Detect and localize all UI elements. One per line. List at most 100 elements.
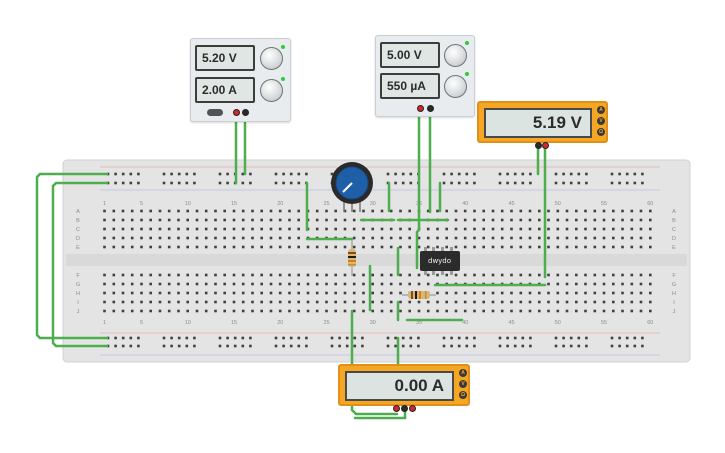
wire-left-rail-outer[interactable] xyxy=(35,172,109,340)
breadboard-hole[interactable] xyxy=(500,218,504,222)
breadboard-hole[interactable] xyxy=(251,236,254,240)
breadboard-hole[interactable] xyxy=(500,227,504,231)
breadboard-hole[interactable] xyxy=(343,309,347,313)
breadboard-hole[interactable] xyxy=(371,273,374,277)
breadboard-hole[interactable] xyxy=(380,245,384,249)
breadboard-hole[interactable] xyxy=(602,309,606,313)
breadboard-hole[interactable] xyxy=(547,245,550,249)
breadboard-hole[interactable] xyxy=(618,336,621,340)
multimeter-2-a-terminal[interactable] xyxy=(393,405,400,412)
breadboard-hole[interactable] xyxy=(491,291,495,295)
breadboard-hole[interactable] xyxy=(465,336,469,340)
psu1-positive-terminal[interactable] xyxy=(233,109,240,116)
breadboard-hole[interactable] xyxy=(482,227,485,231)
breadboard-hole[interactable] xyxy=(380,309,384,313)
breadboard-hole[interactable] xyxy=(315,300,319,304)
breadboard-hole[interactable] xyxy=(538,227,541,231)
breadboard-hole[interactable] xyxy=(232,218,236,222)
breadboard-hole[interactable] xyxy=(612,291,615,295)
breadboard-hole[interactable] xyxy=(195,227,199,231)
breadboard-hole[interactable] xyxy=(639,309,643,313)
breadboard-hole[interactable] xyxy=(519,291,523,295)
breadboard-hole[interactable] xyxy=(149,209,152,213)
breadboard-hole[interactable] xyxy=(577,336,581,340)
breadboard-hole[interactable] xyxy=(371,291,374,295)
breadboard-hole[interactable] xyxy=(140,245,143,249)
breadboard-hole[interactable] xyxy=(204,300,208,304)
breadboard-hole[interactable] xyxy=(204,236,208,240)
breadboard-hole[interactable] xyxy=(162,181,166,185)
breadboard-hole[interactable] xyxy=(649,309,652,313)
breadboard-hole[interactable] xyxy=(195,236,199,240)
breadboard-hole[interactable] xyxy=(226,181,229,185)
breadboard-hole[interactable] xyxy=(352,218,356,222)
breadboard-hole[interactable] xyxy=(641,344,644,348)
breadboard-hole[interactable] xyxy=(112,227,116,231)
breadboard-hole[interactable] xyxy=(315,273,319,277)
breadboard-hole[interactable] xyxy=(338,344,341,348)
breadboard-hole[interactable] xyxy=(473,181,476,185)
breadboard-hole[interactable] xyxy=(575,300,578,304)
breadboard-hole[interactable] xyxy=(510,309,513,313)
breadboard-hole[interactable] xyxy=(371,236,374,240)
breadboard-hole[interactable] xyxy=(204,273,208,277)
breadboard-hole[interactable] xyxy=(288,291,291,295)
breadboard-hole[interactable] xyxy=(232,245,236,249)
breadboard-hole[interactable] xyxy=(547,236,550,240)
breadboard-hole[interactable] xyxy=(112,309,116,313)
breadboard-hole[interactable] xyxy=(334,300,337,304)
breadboard-hole[interactable] xyxy=(193,181,196,185)
breadboard-hole[interactable] xyxy=(380,236,384,240)
breadboard-hole[interactable] xyxy=(565,209,569,213)
breadboard-hole[interactable] xyxy=(274,172,278,176)
wire-left-rail-inner[interactable] xyxy=(51,181,109,348)
breadboard-hole[interactable] xyxy=(569,344,573,348)
breadboard-hole[interactable] xyxy=(602,291,606,295)
breadboard-hole[interactable] xyxy=(633,172,637,176)
breadboard-hole[interactable] xyxy=(649,209,652,213)
breadboard-hole[interactable] xyxy=(463,218,467,222)
breadboard-hole[interactable] xyxy=(260,218,263,222)
breadboard-hole[interactable] xyxy=(641,336,644,340)
breadboard-hole[interactable] xyxy=(538,209,541,213)
breadboard-hole[interactable] xyxy=(510,227,513,231)
breadboard-hole[interactable] xyxy=(630,309,634,313)
breadboard-hole[interactable] xyxy=(399,209,402,213)
breadboard-hole[interactable] xyxy=(362,300,365,304)
breadboard-hole[interactable] xyxy=(538,273,541,277)
breadboard-hole[interactable] xyxy=(214,218,217,222)
breadboard-hole[interactable] xyxy=(223,245,226,249)
breadboard-hole[interactable] xyxy=(204,282,208,286)
breadboard-hole[interactable] xyxy=(491,227,495,231)
breadboard-hole[interactable] xyxy=(343,209,347,213)
breadboard-hole[interactable] xyxy=(223,309,226,313)
breadboard-hole[interactable] xyxy=(386,172,390,176)
breadboard-hole[interactable] xyxy=(149,300,152,304)
breadboard-hole[interactable] xyxy=(121,209,125,213)
breadboard-hole[interactable] xyxy=(473,218,476,222)
breadboard-hole[interactable] xyxy=(639,227,643,231)
breadboard-hole[interactable] xyxy=(251,227,254,231)
breadboard-hole[interactable] xyxy=(249,172,252,176)
breadboard-hole[interactable] xyxy=(167,309,171,313)
breadboard-hole[interactable] xyxy=(565,309,569,313)
breadboard-hole[interactable] xyxy=(612,309,615,313)
breadboard-hole[interactable] xyxy=(232,309,236,313)
breadboard-hole[interactable] xyxy=(528,273,532,277)
breadboard-hole[interactable] xyxy=(639,300,643,304)
breadboard-hole[interactable] xyxy=(649,300,652,304)
breadboard-hole[interactable] xyxy=(343,291,347,295)
breadboard-hole[interactable] xyxy=(137,336,140,340)
breadboard-hole[interactable] xyxy=(621,309,624,313)
breadboard-hole[interactable] xyxy=(288,309,291,313)
psu1-negative-terminal[interactable] xyxy=(242,109,249,116)
breadboard-hole[interactable] xyxy=(426,300,430,304)
breadboard-hole[interactable] xyxy=(167,209,171,213)
breadboard-hole[interactable] xyxy=(556,236,560,240)
breadboard-hole[interactable] xyxy=(103,209,106,213)
breadboard-hole[interactable] xyxy=(289,344,293,348)
breadboard-hole[interactable] xyxy=(577,181,581,185)
breadboard-hole[interactable] xyxy=(389,282,393,286)
breadboard-hole[interactable] xyxy=(269,300,273,304)
